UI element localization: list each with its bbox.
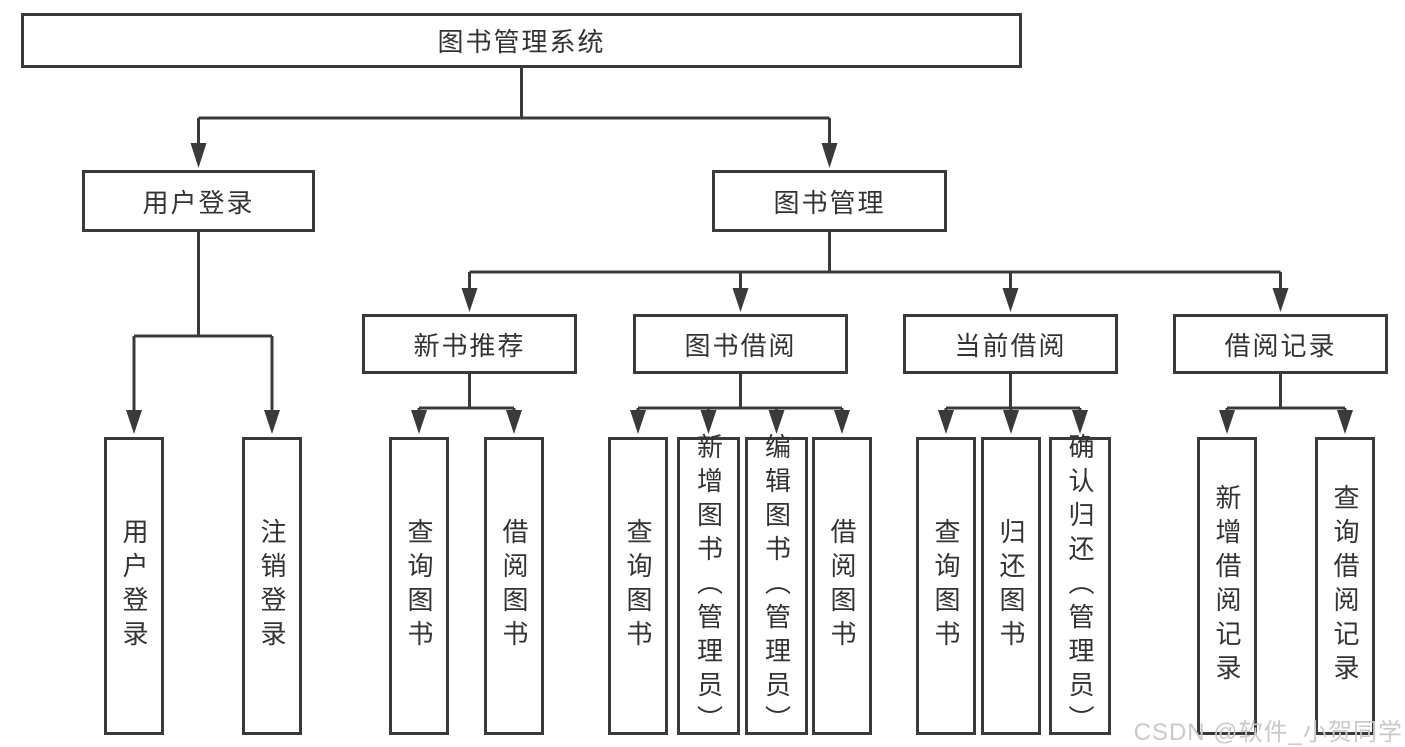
node-label: 用户登录 [142,187,255,218]
leaf-add-books-admin: 新增图书（管理员） [677,433,740,739]
node-label: 图书管理系统 [437,27,606,57]
node-current-borrowing: 当前借阅 [903,314,1118,374]
leaf-confirm-return-admin: 确认归还（管理员） [1049,433,1111,739]
node-book-borrowing: 图书借阅 [633,314,848,374]
connector-paths [132,68,1347,411]
leaf-add-borrow-record: 新增借阅记录 [1197,437,1257,735]
leaf-return-books: 归还图书 [981,437,1041,735]
leaf-label: 借阅图书 [827,518,857,654]
leaf-label: 查询图书 [623,518,653,654]
leaf-borrow-books: 借阅图书 [812,437,872,735]
node-label: 图书管理 [773,187,886,218]
leaf-label: 注销登录 [257,518,287,654]
leaf-query-books-borrowing: 查询图书 [608,437,668,735]
leaf-label: 查询图书 [931,518,961,654]
leaf-label: 归还图书 [996,518,1026,654]
node-user-login: 用户登录 [82,170,315,232]
node-label: 当前借阅 [954,330,1067,361]
leaf-label: 借阅图书 [499,518,529,654]
leaf-query-books-current: 查询图书 [916,437,976,735]
node-book-management: 图书管理 [712,170,947,232]
leaf-label: 查询图书 [404,518,434,654]
leaf-user-login: 用户登录 [104,437,164,735]
leaf-logout: 注销登录 [242,437,302,735]
leaf-query-books-recommend: 查询图书 [389,437,449,735]
node-label: 借阅记录 [1224,330,1337,361]
leaf-label: 用户登录 [119,518,149,654]
node-new-book-recommendation: 新书推荐 [362,314,577,374]
leaf-label: 编辑图书（管理员） [761,433,792,739]
csdn-watermark: CSDN @软件_小贺同学 [1133,719,1403,746]
node-borrowing-records: 借阅记录 [1173,314,1388,374]
leaf-borrow-books-recommend: 借阅图书 [484,437,544,735]
node-library-management-system: 图书管理系统 [21,13,1022,68]
leaf-label: 查询借阅记录 [1330,484,1360,688]
leaf-edit-books-admin: 编辑图书（管理员） [745,433,808,739]
node-label: 图书借阅 [684,330,797,361]
arrowheads [126,143,1353,434]
leaf-label: 确认归还（管理员） [1065,433,1095,739]
leaf-query-borrow-record: 查询借阅记录 [1315,437,1375,735]
node-label: 新书推荐 [413,330,526,361]
leaf-label: 新增图书（管理员） [693,433,724,739]
leaf-label: 新增借阅记录 [1212,484,1242,688]
